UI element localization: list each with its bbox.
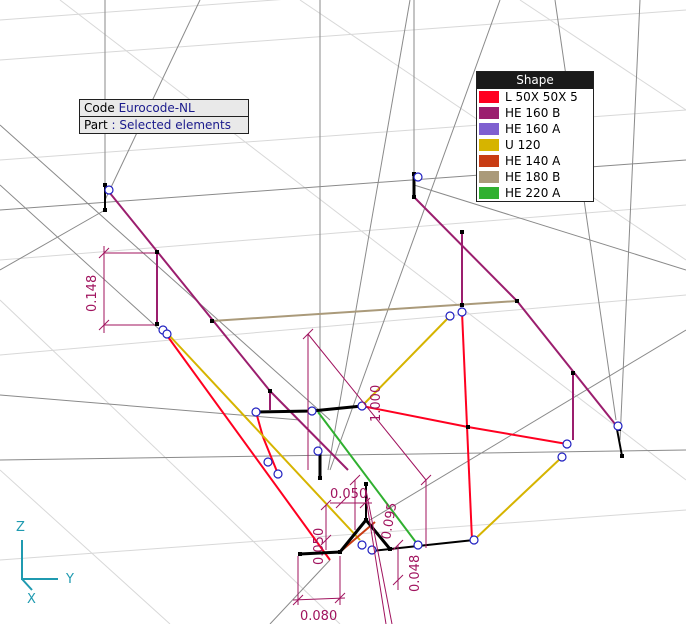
legend-label: HE 140 A: [505, 154, 561, 168]
dimension-label: 0.148: [85, 275, 100, 312]
dimension-label: 0.050: [312, 528, 327, 565]
part-value: : Selected elements: [111, 118, 231, 132]
calculation-info-box: Code Eurocode-NL Part : Selected element…: [79, 99, 249, 134]
code-value: Eurocode-NL: [118, 101, 195, 115]
legend-item: HE 160 A: [477, 121, 593, 137]
dimension-label: 0.048: [408, 555, 423, 592]
part-row: Part : Selected elements: [80, 116, 248, 133]
legend-swatch: [479, 171, 499, 183]
structural-members: [104, 172, 623, 561]
legend-label: U 120: [505, 138, 541, 152]
selected-node-rings: [104, 172, 623, 555]
legend-label: L 50X 50X 5: [505, 90, 578, 104]
code-label: Code: [84, 101, 115, 115]
dimension-labels: 0.148 1.000 0.050 0.050 0.095 0.048 0.08…: [85, 275, 423, 624]
axis-x-label: X: [27, 592, 36, 607]
dimension-label: 0.095: [379, 501, 400, 540]
legend-swatch: [479, 139, 499, 151]
legend-label: HE 160 B: [505, 106, 561, 120]
legend-item: HE 140 A: [477, 153, 593, 169]
axis-y-label: Y: [65, 572, 74, 587]
dimension-label: 0.080: [300, 609, 337, 624]
dimension-lines: [98, 246, 432, 624]
shape-legend: Shape L 50X 50X 5 HE 160 B HE 160 A U 12…: [476, 71, 594, 202]
dimension-label: 1.000: [369, 385, 384, 422]
legend-item: U 120: [477, 137, 593, 153]
code-row: Code Eurocode-NL: [80, 100, 248, 116]
legend-label: HE 160 A: [505, 122, 561, 136]
legend-item: HE 220 A: [477, 185, 593, 201]
legend-swatch: [479, 107, 499, 119]
legend-swatch: [479, 123, 499, 135]
axis-indicator: Z Y X: [16, 520, 74, 607]
legend-label: HE 180 B: [505, 170, 561, 184]
node-markers: [103, 172, 624, 556]
legend-swatch: [479, 155, 499, 167]
dimension-label: 0.050: [330, 487, 367, 502]
legend-item: HE 160 B: [477, 105, 593, 121]
legend-label: HE 220 A: [505, 186, 561, 200]
legend-item: HE 180 B: [477, 169, 593, 185]
legend-swatch: [479, 187, 499, 199]
legend-title: Shape: [477, 72, 593, 89]
legend-item: L 50X 50X 5: [477, 89, 593, 105]
legend-swatch: [479, 91, 499, 103]
part-label: Part: [84, 118, 108, 132]
axis-z-label: Z: [16, 520, 25, 535]
